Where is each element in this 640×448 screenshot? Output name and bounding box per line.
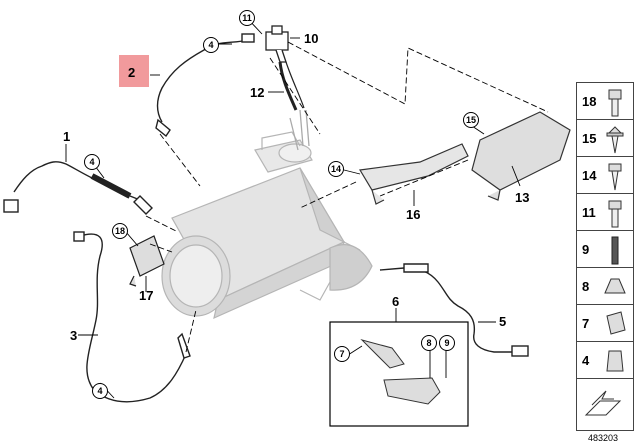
callout-3: 3 (70, 328, 78, 343)
tapping-screw-icon (608, 163, 622, 191)
part-1-sensor-lead (3, 161, 153, 215)
callout-10: 10 (304, 31, 319, 46)
highlighted-part-2-label: 2 (119, 55, 149, 87)
legend-row-18: 18 (577, 83, 633, 120)
legend-number: 11 (582, 205, 596, 220)
part-16-bracket (359, 143, 469, 205)
callout-4-top: 4 (203, 37, 219, 53)
diagram-reference-number: 483203 (588, 433, 619, 443)
callout-1: 1 (63, 129, 71, 144)
legend-row-7: 7 (577, 305, 633, 342)
callout-8: 8 (421, 335, 437, 351)
part-10-pressure-sensor (265, 25, 289, 63)
callout-13: 13 (515, 190, 530, 205)
callout-6: 6 (392, 294, 400, 309)
legend-row-8: 8 (577, 268, 633, 305)
callout-5: 5 (499, 314, 507, 329)
callout-15: 15 (463, 112, 479, 128)
part-17-bracket (129, 235, 165, 287)
legend-row-9: 9 (577, 231, 633, 268)
dashed-guide-lines (145, 41, 549, 353)
callout-7: 7 (334, 346, 350, 362)
callout-18: 18 (112, 223, 128, 239)
hex-bolt-icon (608, 200, 622, 228)
part-5-sensor-cable (379, 263, 529, 357)
callout-17: 17 (139, 288, 154, 303)
part-2-sensor-cable (155, 33, 255, 138)
callout-11: 11 (239, 10, 255, 26)
legend-row-11: 11 (577, 194, 633, 231)
cable-holder-icon (606, 311, 626, 335)
part-12-pressure-tube (278, 61, 305, 111)
callout-9: 9 (439, 335, 455, 351)
legend-number: 18 (582, 94, 597, 109)
legend-number: 8 (582, 279, 590, 294)
callout-4-bottom: 4 (92, 383, 108, 399)
legend-number: 9 (582, 242, 590, 257)
callout-14: 14 (328, 161, 344, 177)
cable-clip-icon (604, 278, 626, 294)
legend-row-arrow (577, 379, 633, 430)
part-6-detail-box (329, 321, 469, 427)
legend-number: 4 (582, 353, 590, 368)
pipes (289, 109, 310, 151)
stud-icon (611, 236, 619, 265)
legend-number: 14 (582, 168, 597, 183)
legend-row-4: 4 (577, 342, 633, 379)
part-3-sensor-lead (73, 231, 191, 403)
parts-legend: 18 15 14 11 9 8 7 4 (576, 82, 634, 431)
socket-head-screw-icon (608, 89, 622, 117)
clip-nut-icon (606, 350, 624, 372)
callout-16: 16 (406, 207, 421, 222)
legend-number: 15 (582, 131, 597, 146)
flange-screw-icon (606, 126, 624, 154)
callout-4-left: 4 (84, 154, 100, 170)
washer-arrow-icon (584, 390, 622, 416)
particulate-filter-housing (161, 131, 373, 320)
legend-row-14: 14 (577, 157, 633, 194)
callout-2: 2 (128, 65, 136, 80)
legend-number: 7 (582, 316, 590, 331)
legend-row-15: 15 (577, 120, 633, 157)
callout-12: 12 (250, 85, 265, 100)
part-13-bracket (471, 111, 571, 201)
